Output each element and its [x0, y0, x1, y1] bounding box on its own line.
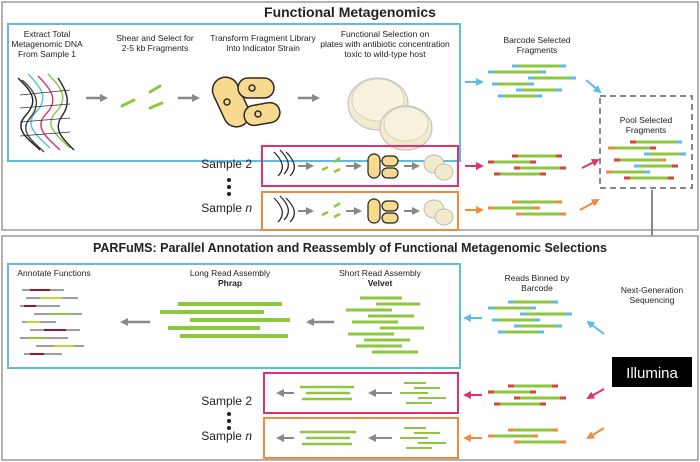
barcoded-fragments-sample1 [488, 64, 576, 98]
pool-box [599, 95, 693, 189]
assembly-box [7, 263, 461, 369]
step2-label-line2: 2-5 kb Fragments [122, 43, 189, 53]
barcode-label-line2: Fragments [517, 45, 558, 55]
ngs-label-line1: Next-Generation [621, 285, 684, 295]
bottom-samplen-prefix: Sample [201, 429, 245, 443]
dna-fragments-icon [120, 84, 164, 110]
step3-label-line2: Into Indicator Strain [226, 43, 300, 53]
top-ellipsis [227, 178, 231, 196]
step4-label-line1: Functional Selection on [341, 29, 430, 39]
magenta-arrow [581, 159, 600, 169]
short-read-contigs [346, 296, 424, 354]
binned-reads-samplen [488, 428, 566, 444]
dna-helix-icon [17, 73, 75, 153]
bottom-samplen-label: Sample n [201, 429, 252, 443]
annotation-graphic [20, 289, 84, 355]
barcoded-fragments-sample2 [488, 154, 566, 176]
step4-label-line3: toxic to wild-type host [344, 49, 426, 59]
ngs-label-line2: Sequencing [630, 295, 675, 305]
orange-arrow [586, 427, 605, 440]
step1-label-line3: From Sample 1 [18, 49, 76, 59]
step1-label-line2: Metagenomic DNA [11, 39, 83, 49]
pool-label-line1: Pool Selected [620, 115, 673, 125]
long-read-tool: Phrap [218, 278, 242, 288]
sample1-box [7, 23, 461, 162]
binned-label-line2: Barcode [521, 283, 553, 293]
short-read-label: Short Read Assembly [339, 268, 421, 278]
sample2-mini-pipeline [273, 149, 454, 181]
annotate-label: Annotate Functions [17, 268, 90, 278]
step3-label-line1: Transform Fragment Library [210, 33, 316, 43]
bottom-panel-frame [1, 235, 699, 461]
top-title: Functional Metagenomics [264, 4, 436, 20]
barcode-label-line1: Barcode Selected [503, 35, 570, 45]
binned-reads-sample1 [488, 300, 572, 334]
bottom-title: PARFuMS: Parallel Annotation and Reassem… [93, 241, 607, 255]
bottom-samplen-italic: n [245, 429, 252, 443]
blue-arrow [585, 79, 602, 94]
illumina-label: Illumina [626, 365, 678, 382]
long-read-label: Long Read Assembly [190, 268, 271, 278]
bottom-sample2-label: Sample 2 [201, 394, 252, 408]
top-panel: Functional Metagenomics Extract Total Me… [1, 1, 699, 231]
orange-arrow [579, 199, 600, 211]
top-samplen-prefix: Sample [201, 201, 245, 215]
samplen-mini-pipeline [273, 195, 454, 226]
short-read-tool: Velvet [368, 278, 393, 288]
magenta-arrow [586, 388, 605, 399]
bottom-sample2-assembly [276, 382, 446, 404]
bottom-panel: PARFuMS: Parallel Annotation and Reassem… [1, 235, 699, 461]
pool-label-line2: Fragments [626, 125, 667, 135]
blue-arrow [586, 320, 605, 335]
bottom-samplen-assembly [276, 427, 446, 449]
barcoded-fragments-samplen [488, 200, 566, 216]
top-sample2-label: Sample 2 [201, 157, 252, 171]
pooled-fragments [606, 140, 686, 180]
bacterial-cells-icon [211, 76, 281, 128]
top-samplen-label: Sample n [201, 201, 252, 215]
illumina-badge [612, 357, 692, 387]
step1-label-line1: Extract Total [24, 29, 71, 39]
step4-label-line2: plates with antibiotic concentration [320, 39, 450, 49]
binned-label-line1: Reads Binned by [505, 273, 570, 283]
step2-label-line1: Shear and Select for [116, 33, 194, 43]
bottom-ellipsis [227, 412, 231, 430]
sample2-box [261, 145, 459, 187]
bottom-samplen-box [263, 417, 459, 459]
bottom-sample2-box [263, 372, 459, 414]
long-read-contigs [160, 302, 290, 338]
top-samplen-italic: n [245, 201, 252, 215]
binned-reads-sample2 [488, 384, 566, 406]
samplen-box [261, 191, 459, 231]
agar-plates-icon [347, 77, 433, 151]
